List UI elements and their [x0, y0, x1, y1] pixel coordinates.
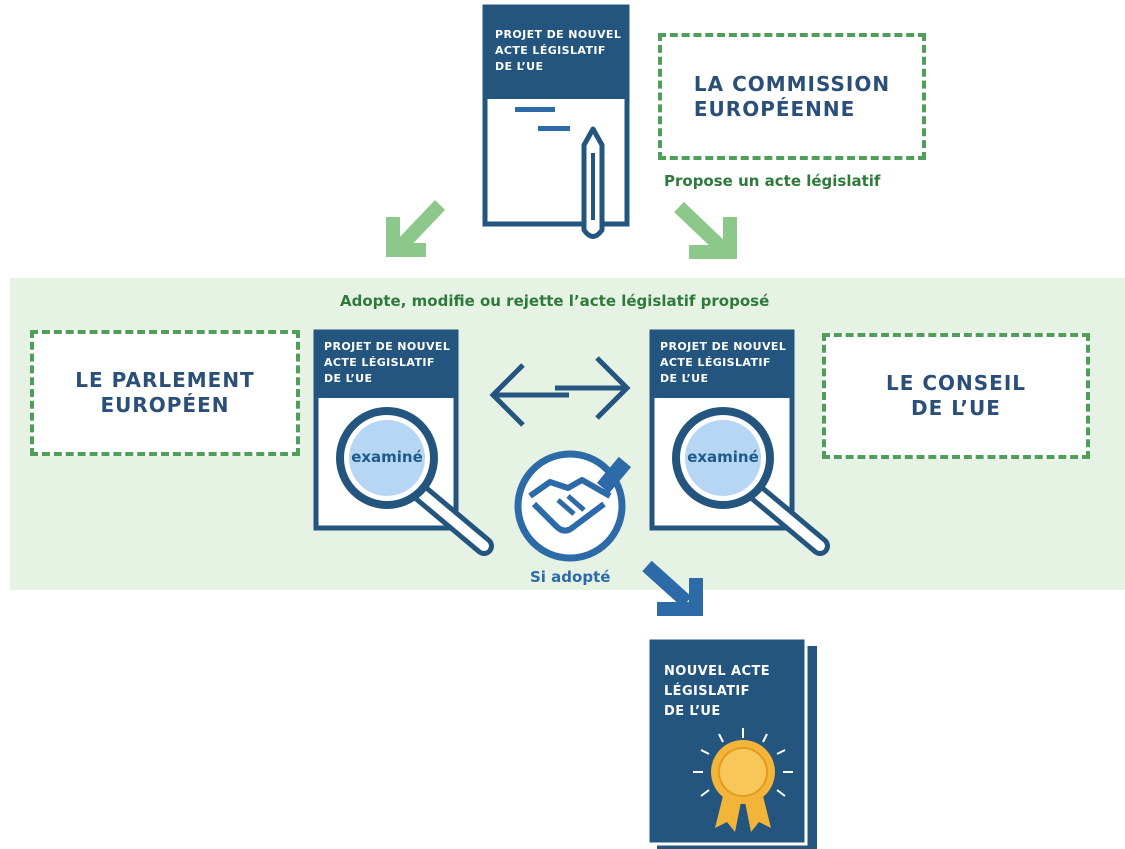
- handshake-icon: [514, 450, 632, 562]
- arrow-down-right-icon: [674, 201, 737, 259]
- council-lens-text: examiné: [687, 448, 759, 466]
- parliament-doc-title: PROJET DE NOUVEL ACTE LÉGISLATIF DE L’UE: [324, 340, 451, 385]
- band-caption: Adopte, modifie ou rejette l’acte législ…: [340, 292, 770, 310]
- commission-doc-title: PROJET DE NOUVEL ACTE LÉGISLATIF DE L’UE: [495, 28, 622, 73]
- council-label-box: LE CONSEIL DE L’UE: [822, 333, 1090, 459]
- council-doc-title: PROJET DE NOUVEL ACTE LÉGISLATIF DE L’UE: [660, 340, 787, 385]
- final-act-document: [646, 636, 817, 849]
- council-label-line2: DE L’UE: [911, 396, 1001, 420]
- arrow-down-right-blue-icon: [642, 560, 703, 616]
- commission-caption: Propose un acte législatif: [664, 172, 881, 190]
- parliament-lens-text: examiné: [351, 448, 423, 466]
- council-document: [649, 329, 830, 556]
- final-act-doc-title: NOUVEL ACTE LÉGISLATIF DE L’UE: [664, 664, 770, 719]
- agreement-caption: Si adopté: [530, 568, 611, 586]
- parliament-label-line1: LE PARLEMENT: [75, 368, 255, 392]
- exchange-arrows-icon: [489, 356, 631, 427]
- parliament-document: [313, 329, 494, 556]
- arrow-down-left-icon: [386, 200, 446, 257]
- council-label-line1: LE CONSEIL: [885, 371, 1027, 395]
- parliament-label-line2: EUROPÉEN: [100, 393, 230, 417]
- commission-label-box: LA COMMISSION EUROPÉENNE: [658, 33, 926, 160]
- commission-document: [482, 4, 630, 239]
- parliament-label-box: LE PARLEMENT EUROPÉEN: [30, 330, 300, 456]
- commission-label-line2: EUROPÉENNE: [693, 96, 856, 121]
- commission-label-line1: LA COMMISSION: [693, 71, 891, 96]
